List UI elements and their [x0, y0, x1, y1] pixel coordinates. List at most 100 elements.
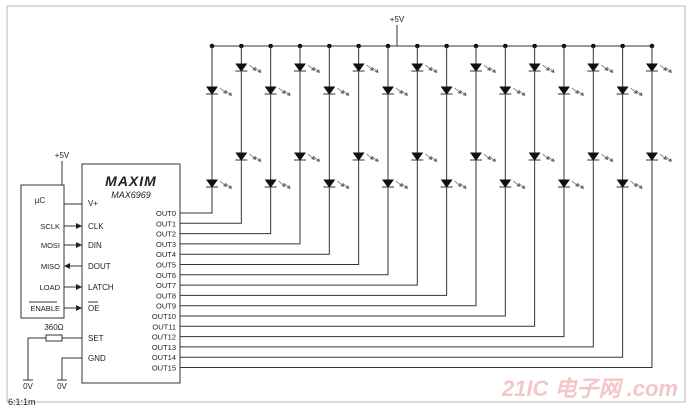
supply-label-left: +5V [55, 151, 70, 160]
out-label-4: OUT4 [156, 250, 176, 259]
chip-pin-2: DOUT [88, 262, 111, 271]
led-12-1 [557, 179, 570, 188]
out-trace-7 [180, 160, 418, 286]
led-15-1-arrowhead-1 [667, 158, 672, 162]
led-5-0-arrowhead-1 [374, 69, 379, 73]
led-4-0-arrowhead-1 [345, 92, 350, 96]
mcu-pin-2: MISO [41, 262, 60, 271]
led-3-1 [294, 152, 306, 161]
led-6-1-arrowhead-1 [403, 185, 408, 189]
led-9-1 [469, 152, 482, 161]
led-7-0 [411, 63, 424, 72]
gnd-wire [61, 357, 82, 380]
led-1-0 [235, 63, 248, 72]
out-label-14: OUT14 [152, 353, 176, 362]
led-13-1-arrowhead-1 [609, 158, 614, 162]
out-trace-9 [180, 160, 477, 307]
out-label-1: OUT1 [156, 219, 176, 228]
led-1-1-arrowhead-1 [257, 158, 262, 162]
led-3-0 [294, 63, 306, 72]
led-5-1-arrowhead-1 [374, 158, 379, 162]
out-trace-15 [180, 160, 653, 368]
bus-arrow-4 [76, 305, 82, 311]
led-8-1 [440, 179, 453, 188]
max6969-chip [81, 163, 181, 384]
out-trace-10 [180, 187, 506, 317]
out-label-6: OUT6 [156, 271, 176, 280]
resistor-label: 360Ω [44, 323, 63, 332]
led-13-0-arrowhead-1 [609, 69, 614, 73]
led-2-0-arrowhead-1 [286, 92, 291, 96]
led-10-1 [499, 179, 512, 188]
led-5-0 [352, 63, 365, 72]
led-12-0-arrowhead-1 [579, 92, 584, 96]
led-0-1 [206, 179, 218, 188]
led-6-0 [382, 86, 394, 95]
chip-part-number: MAX6969 [111, 190, 151, 200]
out-label-10: OUT10 [152, 312, 176, 321]
led-10-0-arrowhead-1 [521, 92, 526, 96]
bus-arrow-2 [64, 263, 70, 269]
out-label-11: OUT11 [152, 322, 176, 331]
led-14-0-arrowhead-1 [638, 92, 643, 96]
out-label-9: OUT9 [156, 302, 176, 311]
led-10-0 [499, 86, 512, 95]
led-7-1-arrowhead-1 [433, 158, 438, 162]
bus-wires [64, 223, 82, 311]
bus-arrow-3 [76, 284, 82, 290]
out-label-12: OUT12 [152, 333, 176, 342]
mcu-pin-1: MOSI [41, 241, 60, 250]
corner-text: 6:1:1m [8, 397, 36, 407]
out-trace-4 [180, 187, 330, 255]
led-4-1 [323, 179, 336, 188]
out-trace-5 [180, 160, 360, 265]
led-4-1-arrowhead-1 [345, 185, 350, 189]
out-label-3: OUT3 [156, 240, 176, 249]
led-7-1 [411, 152, 424, 161]
led-10-1-arrowhead-1 [521, 185, 526, 189]
led-14-0 [616, 86, 629, 95]
led-11-0-arrowhead-1 [550, 69, 555, 73]
out-label-13: OUT13 [152, 343, 176, 352]
out-trace-1 [180, 160, 242, 224]
led-1-0-arrowhead-1 [257, 69, 262, 73]
resistor-ground-wire [27, 337, 46, 380]
out-label-15: OUT15 [152, 364, 176, 373]
microcontroller [20, 184, 65, 319]
led-2-0 [264, 86, 277, 95]
led-13-0 [587, 63, 600, 72]
led-13-1 [587, 152, 600, 161]
led-6-0-arrowhead-1 [403, 92, 408, 96]
out-trace-0 [180, 187, 213, 214]
bus-arrow-1 [76, 242, 82, 248]
led-11-0 [528, 63, 541, 72]
led-15-0 [645, 63, 658, 72]
bus-arrow-0 [76, 223, 82, 229]
supply-label-top: +5V [390, 15, 405, 24]
led-9-0 [469, 63, 482, 72]
led-1-1 [235, 152, 248, 161]
led-14-1 [616, 179, 629, 188]
out-label-0: OUT0 [156, 209, 176, 218]
out-trace-14 [180, 187, 624, 358]
led-3-1-arrowhead-1 [315, 158, 320, 162]
pin-set: SET [88, 334, 104, 343]
pin-vplus: V+ [88, 199, 98, 208]
led-11-1-arrowhead-1 [550, 158, 555, 162]
out-trace-11 [180, 160, 536, 327]
output-traces [180, 160, 653, 368]
out-trace-3 [180, 160, 301, 245]
led-2-1 [264, 179, 277, 188]
ground-label-left: 0V [23, 382, 33, 391]
mcu-pin-4: ENABLE [30, 304, 60, 313]
led-15-0-arrowhead-1 [667, 69, 672, 73]
vplus-wire [61, 161, 82, 205]
figure-frame [6, 5, 686, 403]
led-0-0 [206, 86, 218, 95]
out-label-8: OUT8 [156, 291, 176, 300]
led-12-0 [557, 86, 570, 95]
chip-pin-4: OE [88, 304, 100, 313]
chip-pin-3: LATCH [88, 283, 114, 292]
mcu-title: µC [35, 196, 46, 205]
